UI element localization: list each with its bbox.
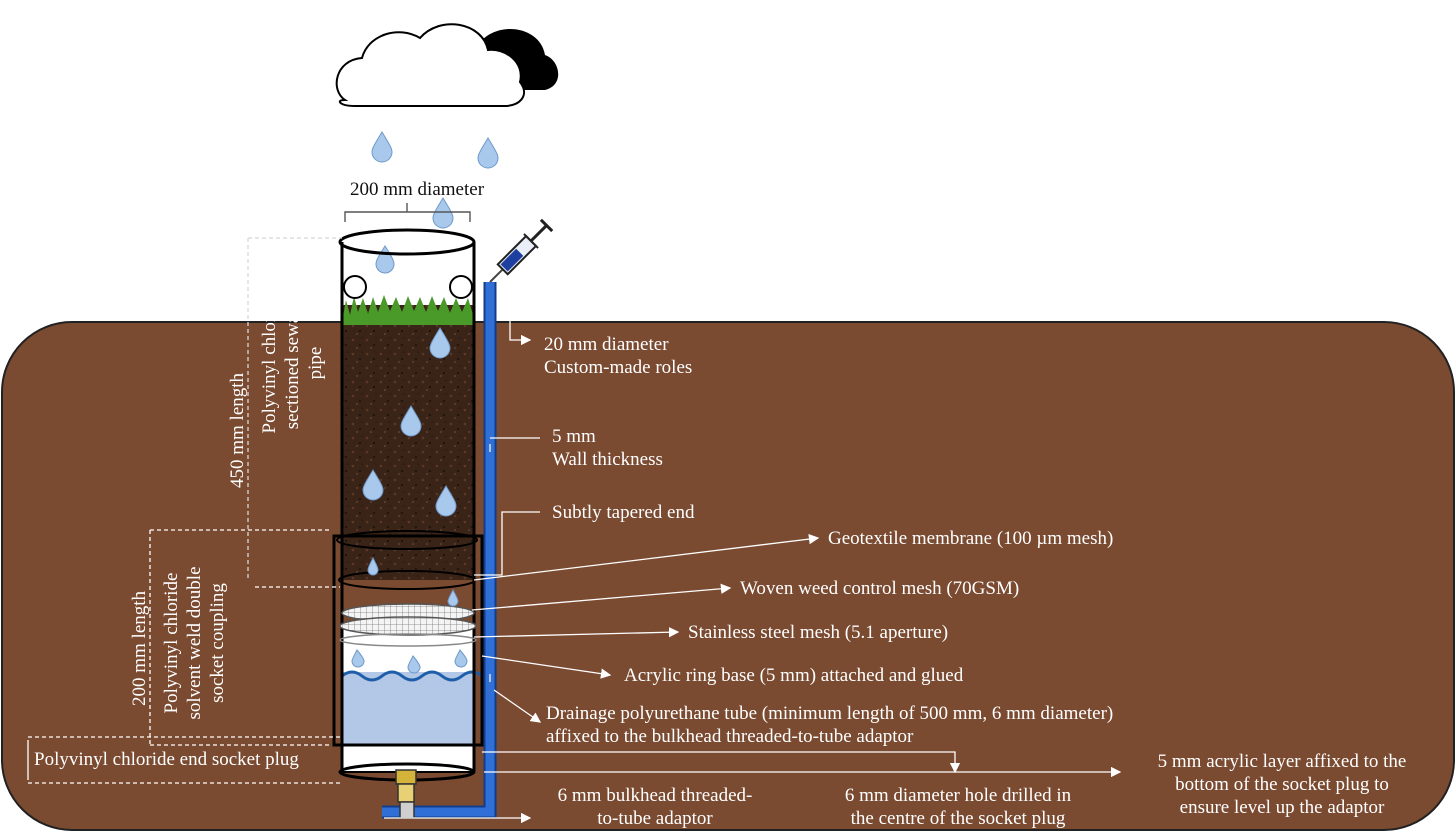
coupling-line-3: socket coupling xyxy=(207,583,228,703)
geotextile-label: Geotextile membrane (100 µm mesh) xyxy=(828,528,1114,549)
raindrop-icon xyxy=(351,327,468,674)
custom-roles-line-2: Custom-made roles xyxy=(544,357,693,378)
acrylic-layer-line-3: ensure level up the adaptor xyxy=(1179,797,1385,818)
drainage-label: Drainage polyurethane tube (minimum leng… xyxy=(546,702,1113,748)
pipe-line-1: Polyvinyl chloride xyxy=(259,292,280,434)
wall-line-2: Wall thickness xyxy=(552,449,663,470)
tapered-end-label: Subtly tapered end xyxy=(552,502,695,523)
coupling-line-2: solvent weld double xyxy=(184,566,205,720)
custom-roles-label: 20 mm diameter Custom-made roles xyxy=(544,333,692,379)
pipe-soil xyxy=(342,305,474,580)
hole-line-1: 6 mm diameter hole drilled in xyxy=(844,785,1072,806)
length-200-label: 200 mm length xyxy=(129,590,150,706)
syringe-icon xyxy=(489,218,554,283)
woven-mesh-label: Woven weed control mesh (70GSM) xyxy=(740,578,1020,599)
pipe-line-3: pipe xyxy=(305,346,326,380)
acrylic-layer-label: 5 mm acrylic layer affixed to the bottom… xyxy=(1132,750,1432,819)
acrylic-ring-label: Acrylic ring base (5 mm) attached and gl… xyxy=(624,665,964,686)
bulkhead-line-1: 6 mm bulkhead threaded- xyxy=(557,785,753,806)
drainage-line-1: Drainage polyurethane tube (minimum leng… xyxy=(546,703,1114,724)
bulkhead-line-2: to-tube adaptor xyxy=(597,808,713,829)
diameter-bracket xyxy=(344,203,471,222)
acrylic-layer-line-2: bottom of the socket plug to xyxy=(1175,774,1389,795)
water-chamber xyxy=(342,672,474,744)
acrylic-layer-line-1: 5 mm acrylic layer affixed to the xyxy=(1157,751,1407,772)
water-wave xyxy=(341,670,483,682)
wall-thickness-label: 5 mm Wall thickness xyxy=(552,425,663,471)
coupling-line-1: Polyvinyl chloride xyxy=(161,572,182,714)
diameter-label: 200 mm diameter xyxy=(350,179,485,200)
wall-line-1: 5 mm xyxy=(552,426,596,447)
custom-hole-left xyxy=(343,275,367,299)
grass-layer xyxy=(342,295,474,325)
stainless-mesh-label: Stainless steel mesh (5.1 aperture) xyxy=(688,622,949,643)
stainless-mesh xyxy=(339,616,477,636)
hole-line-2: the centre of the socket plug xyxy=(850,808,1066,829)
drainage-line-2: affixed to the bulkhead threaded-to-tube… xyxy=(546,726,914,747)
length-450-label: 450 mm length xyxy=(227,372,248,488)
pipe-line-2: sectioned sewage xyxy=(282,296,303,430)
custom-roles-line-1: 20 mm diameter xyxy=(544,334,669,355)
bulkhead-label: 6 mm bulkhead threaded- to-tube adaptor xyxy=(530,784,780,830)
hole-label: 6 mm diameter hole drilled in the centre… xyxy=(820,784,1096,830)
pipe-top-rim xyxy=(338,228,476,256)
end-plug-label: Polyvinyl chloride end socket plug xyxy=(34,749,299,770)
acrylic-ring xyxy=(339,633,477,647)
coupling-label: Polyvinyl chloride solvent weld double s… xyxy=(160,548,229,738)
custom-hole-right xyxy=(449,275,473,299)
pipe-label: Polyvinyl chloride sectioned sewage pipe xyxy=(258,268,327,458)
cloud-icon xyxy=(335,23,559,107)
socket-coupling xyxy=(332,534,484,747)
bulkhead-adaptor-icon xyxy=(395,769,417,819)
